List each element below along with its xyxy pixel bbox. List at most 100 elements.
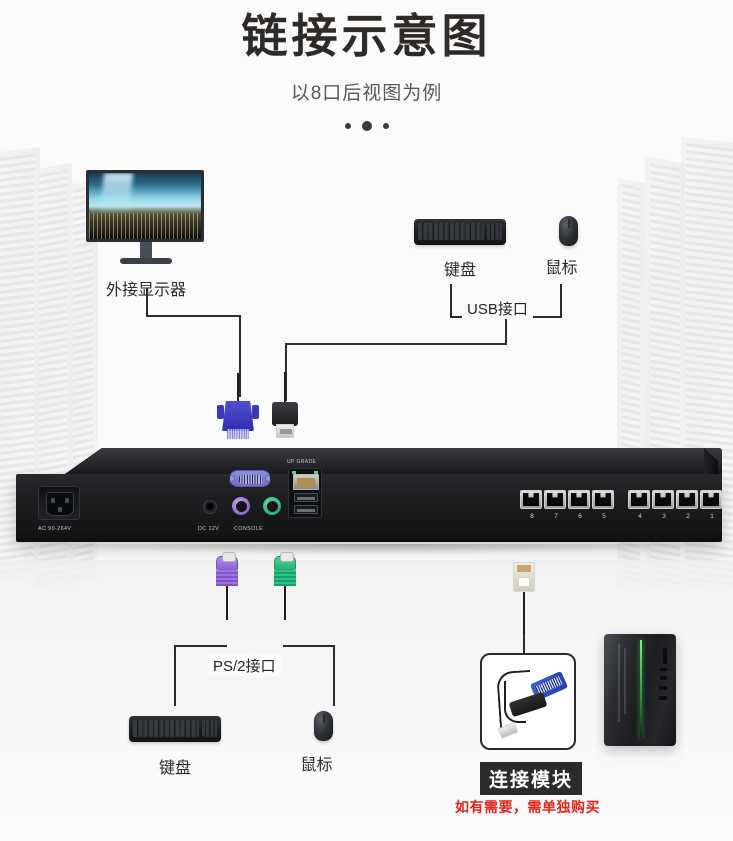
ps2-port-label: PS/2接口 xyxy=(208,655,281,676)
usb-cable-segment xyxy=(285,343,287,401)
rj45-connector xyxy=(513,562,535,634)
external-monitor-label: 外接显示器 xyxy=(105,282,186,299)
ps2-keyboard-label: 键盘 xyxy=(158,760,191,777)
vga-screw-wing xyxy=(252,405,259,419)
rj45-port-bank-right: 4 3 2 1 xyxy=(628,490,724,520)
tower-accent-stripe xyxy=(618,644,620,722)
rj45-port-number: 6 xyxy=(578,513,582,520)
tower-accent-stripe xyxy=(624,648,626,714)
page-subtitle: 以8口后视图为例 xyxy=(290,82,443,104)
vga-port-screw xyxy=(229,475,235,482)
rj45-group: 4 3 2 1 xyxy=(628,490,724,520)
kvm-switch-device: AC 90-264V DC 12V CONSOLE UP GRADE xyxy=(8,448,726,558)
dc-power-jack xyxy=(203,500,217,514)
usb-cable xyxy=(284,372,286,404)
usb-connector-body xyxy=(272,402,298,426)
dot-icon xyxy=(382,122,389,129)
rj45-port-number: 7 xyxy=(554,513,558,520)
vga-port xyxy=(229,470,271,487)
device-top-face xyxy=(62,448,722,476)
connect-module-label: 连接模块 xyxy=(480,762,583,795)
dot-separator xyxy=(0,120,733,131)
rj45-port-number: 8 xyxy=(530,513,534,520)
ps2-keyboard: 键盘 xyxy=(129,716,221,778)
console-label: CONSOLE xyxy=(234,526,264,532)
vga-port-screw xyxy=(265,475,271,482)
usb-bracket-segment xyxy=(560,284,562,317)
monitor-cable-segment xyxy=(239,315,241,397)
vga-cable xyxy=(237,373,239,401)
dot-icon xyxy=(344,122,351,129)
ps2-mouse-port xyxy=(262,496,282,516)
upgrade-label: UP GRADE xyxy=(287,459,317,465)
vga-screw-wing xyxy=(217,405,224,419)
keyboard-icon xyxy=(129,716,221,742)
ps2-keyboard-port xyxy=(231,496,251,516)
rj45-port-number: 5 xyxy=(602,513,606,520)
ps2-keyboard-cable xyxy=(226,586,228,620)
monitor-stand-neck xyxy=(140,242,152,258)
ps2-keyboard-connector xyxy=(216,552,238,620)
ps2-connector-head xyxy=(216,552,238,570)
ps2-mouse-label: 鼠标 xyxy=(300,757,333,774)
upgrade-port-block xyxy=(288,468,322,518)
ps2-mouse: 鼠标 xyxy=(300,711,333,775)
usb-port-label: USB接口 xyxy=(462,298,533,319)
usb-port-b xyxy=(294,505,318,514)
link-led-icon xyxy=(314,471,318,474)
ps2-bracket-segment xyxy=(174,645,227,647)
mouse-icon xyxy=(559,216,578,246)
rj45-port: 4 xyxy=(628,490,650,520)
upgrade-rj45-port xyxy=(293,474,319,490)
connect-module-image xyxy=(480,653,576,750)
rj45-port-number: 2 xyxy=(686,513,690,520)
ps2-bracket-segment xyxy=(283,645,335,647)
pc-tower xyxy=(604,634,676,746)
vga-connector xyxy=(217,373,259,441)
tower-port-slot xyxy=(660,676,667,680)
tower-port-slot xyxy=(660,668,667,671)
ac-pin xyxy=(58,507,62,512)
ps2-connector-grip xyxy=(216,570,238,586)
monitor-stand-base xyxy=(120,258,172,264)
tower-port-slot xyxy=(659,686,667,690)
usb-cable-segment xyxy=(285,343,507,345)
rj45-port: 6 xyxy=(568,490,590,520)
usb-port-a xyxy=(294,493,318,502)
rj45-group: 8 7 6 5 xyxy=(520,490,616,520)
header: 链接示意图 以8口后视图为例 xyxy=(0,0,733,131)
vga-port-pins xyxy=(239,475,263,484)
usb-keyboard-label: 键盘 xyxy=(443,262,476,279)
connect-module-note: 如有需要，需单独购买 xyxy=(455,799,600,815)
ac-pin xyxy=(65,498,69,503)
dc-label: DC 12V xyxy=(198,526,220,532)
link-led-icon xyxy=(292,471,296,474)
usb-connector xyxy=(272,372,298,442)
ps2-bracket-segment xyxy=(333,645,335,706)
usb-keyboard: 键盘 xyxy=(414,219,506,280)
tower-port-slot xyxy=(663,648,667,664)
ac-label: AC 90-264V xyxy=(38,526,72,532)
keyboard-icon xyxy=(414,219,506,245)
device-rear-panel: AC 90-264V DC 12V CONSOLE UP GRADE xyxy=(16,459,724,542)
module-cable-loop xyxy=(504,681,526,723)
rj45-port: 2 xyxy=(676,490,698,520)
ps2-connector-grip xyxy=(274,570,296,586)
rj45-port-bank-left: 8 7 6 5 xyxy=(520,490,616,520)
ps2-connector-head xyxy=(274,552,296,570)
usb-mouse-label: 鼠标 xyxy=(545,260,578,277)
rj45-port-number: 4 xyxy=(638,513,642,520)
ps2-port-hole xyxy=(235,500,247,512)
ac-socket-inner xyxy=(46,492,74,516)
rj45-port: 5 xyxy=(592,490,614,520)
rj45-port-number: 1 xyxy=(710,513,714,520)
monitor-cable-segment xyxy=(146,315,241,317)
usb-mouse: 鼠标 xyxy=(545,216,578,278)
ps2-mouse-connector xyxy=(274,552,296,620)
vga-connector-body xyxy=(222,401,254,431)
tower-port-slot xyxy=(659,696,667,700)
rj45-port: 3 xyxy=(652,490,674,520)
rj45-connector-body xyxy=(513,562,535,592)
mouse-icon xyxy=(314,711,333,741)
ps2-port-hole xyxy=(266,500,278,512)
